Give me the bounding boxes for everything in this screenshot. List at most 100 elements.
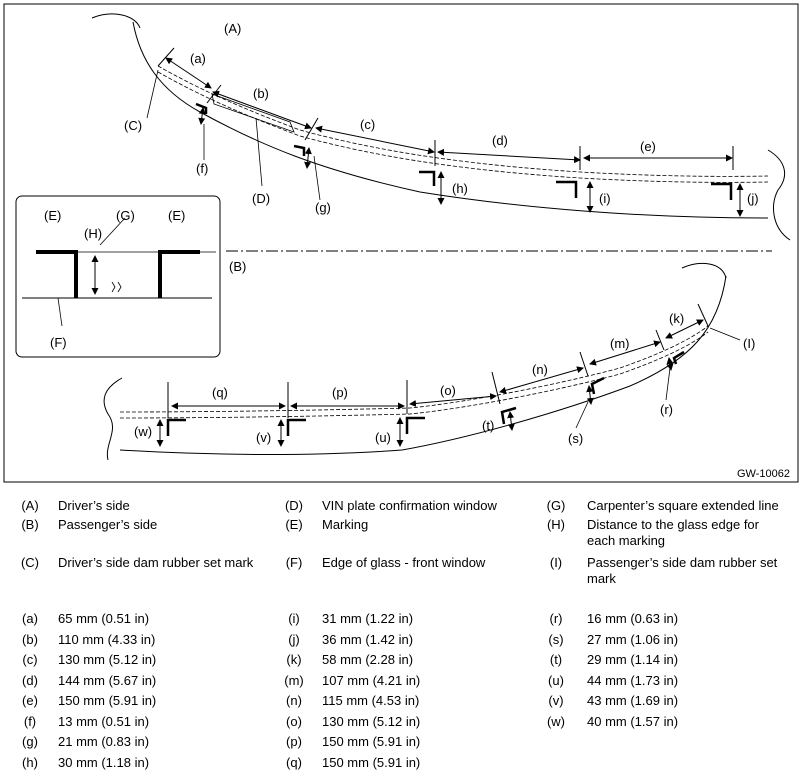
legend-dim-value: 150 mm (5.91 in) [58,693,157,708]
legend-dim-key: (p) [286,734,302,749]
driver-dimension-lines [157,47,734,170]
passenger-leaders [575,327,741,429]
legend-dim-value: 65 mm (0.51 in) [58,611,150,626]
inset-label-H: (H) [84,226,102,241]
legend-term-B: Passenger’s side [58,517,158,532]
legend-key-I: (I) [549,555,563,570]
legend-dim-value: 16 mm (0.63 in) [587,611,679,626]
label-q: (q) [212,385,228,400]
legend-term-G: Carpenter’s square extended line [587,498,779,513]
legend-key-C: (C) [20,555,40,570]
legend-dim-key: (h) [22,754,38,770]
label-D: (D) [252,191,270,206]
legend-dim-value: 150 mm (5.91 in) [322,754,421,770]
label-i: (i) [599,191,611,206]
legend-dim-key: (s) [548,631,564,647]
driver-markings [195,102,733,200]
legend-dim-key: (e) [22,693,38,708]
legend-dim-value: 21 mm (0.83 in) [58,734,150,749]
figure-frame [3,3,799,483]
legend-dim-key: (r) [549,611,563,626]
label-s: (s) [568,431,583,446]
label-o: (o) [440,383,456,398]
legend-term-C: Driver’s side dam rubber set mark [58,555,254,570]
passenger-markings [166,350,685,436]
legend-dim-key: (k) [286,652,302,667]
legend-dim-value: 29 mm (1.14 in) [587,652,679,667]
legend-dim-value: 13 mm (0.51 in) [58,713,150,729]
figure-code: GW-10062 [737,468,790,480]
label-b: (b) [253,86,269,101]
legend-key-D: (D) [284,498,304,513]
legend-dim-key: (q) [286,754,302,770]
legend-term-D: VIN plate confirmation window [322,498,497,513]
legend-dim-value: 36 mm (1.42 in) [322,631,414,647]
passenger-side-glass [103,262,727,461]
legend-term-F: Edge of glass - front window [322,555,486,570]
driver-distance-arrows [198,107,744,217]
legend-dim-value: 107 mm (4.21 in) [322,672,421,688]
legend-dim-key: (c) [22,652,38,667]
legend-dim-key: (t) [549,652,563,667]
legend-dim-key: (a) [22,611,38,626]
inset-frame [15,195,221,358]
legend-dim-key: (d) [22,672,38,688]
legend-dim-key: (n) [286,693,302,708]
legend-dim-value: 30 mm (1.18 in) [58,754,150,770]
legend-dim-key: (u) [548,672,564,688]
legend-key-B: (B) [21,517,39,532]
label-A: (A) [224,21,241,36]
legend-dim-value: 43 mm (1.69 in) [587,693,679,708]
legend-dim-key: (b) [22,631,38,647]
driver-dam-rubber [157,65,769,183]
legend-dim-key: (g) [22,734,38,749]
label-I: (I) [743,336,755,351]
label-v: (v) [256,430,271,445]
legend-term-I: Passenger’s side dam rubber set mark [587,555,778,586]
label-u: (u) [375,430,391,445]
label-p: (p) [332,385,348,400]
label-a: (a) [190,51,206,66]
legend-dim-key: (w) [546,713,566,729]
label-k: (k) [669,311,684,326]
legend-dim-value: 150 mm (5.91 in) [322,734,421,749]
legend-dim-key: (v) [548,693,564,708]
label-g: (g) [315,200,331,215]
passenger-distance-arrows [156,357,674,447]
legend-key-F: (F) [285,555,303,570]
driver-leaders [146,69,321,201]
legend-dim-value: 40 mm (1.57 in) [587,713,679,729]
label-d: (d) [492,133,508,148]
legend-dim-value: 31 mm (1.22 in) [322,611,414,626]
label-w: (w) [134,424,152,439]
legend-dim-value: 44 mm (1.73 in) [587,672,679,688]
inset-label-G: (G) [116,208,135,223]
label-r: (r) [660,402,673,417]
label-j: (j) [747,191,759,206]
legend-dim-value: 115 mm (4.53 in) [322,693,420,708]
legend-dim-value: 144 mm (5.67 in) [58,672,157,688]
legend-dim-value: 58 mm (2.28 in) [322,652,414,667]
driver-side-glass [91,13,791,241]
inset-label-F: (F) [50,335,67,350]
label-e: (e) [640,139,656,154]
legend-dim-value: 130 mm (5.12 in) [322,713,421,729]
legend-key-A: (A) [21,498,39,513]
legend-dim-key: (i) [288,611,300,626]
inset-label-E2: (E) [168,208,185,223]
legend-term-A: Driver’s side [58,498,130,513]
label-h: (h) [452,181,468,196]
legend-term-H: Distance to the glass edge for each mark… [587,517,759,548]
label-B: (B) [229,259,246,274]
inset-drawing [22,217,216,327]
label-c: (c) [360,117,375,132]
legend: (A) Driver’s side (B) Passenger’s side (… [0,490,803,782]
legend-key-H: (H) [546,517,566,532]
label-m: (m) [610,336,630,351]
legend-key-G: (G) [546,498,566,513]
legend-dim-value: 27 mm (1.06 in) [587,631,679,647]
legend-dim-value: 130 mm (5.12 in) [58,652,157,667]
legend-key-E: (E) [285,517,303,532]
legend-dim-key: (j) [288,631,300,647]
legend-term-E: Marking [322,517,369,532]
